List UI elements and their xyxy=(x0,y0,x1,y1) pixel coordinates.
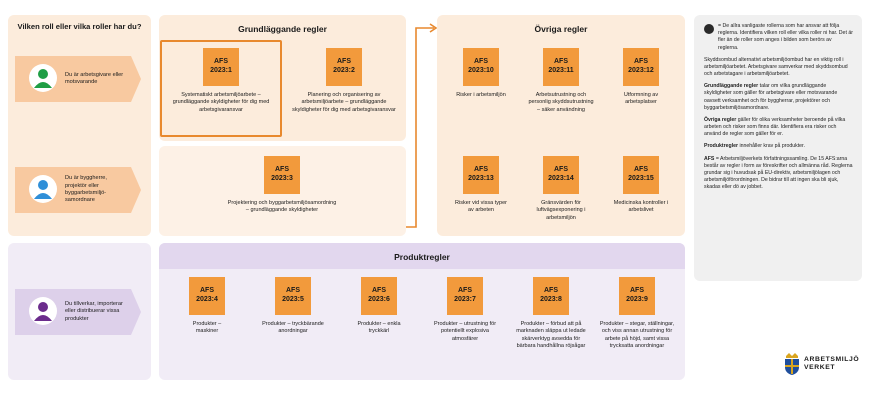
person-green-icon xyxy=(29,64,57,92)
sidebar-paragraph-grundlaggande: Grundläggande regler talar om vilka grun… xyxy=(704,83,838,111)
produktregler-header xyxy=(159,243,685,269)
afs-description: Utformning av arbetsplatser xyxy=(623,92,659,106)
sidebar-paragraph-ombud: Skyddsombud alternativt arbetsmiljöombud… xyxy=(704,56,848,78)
role-label: Du är byggherre, projektör eller byggarb… xyxy=(65,175,107,204)
role-manufacturer: Du tillverkar, importerar eller distribu… xyxy=(15,289,141,335)
afs-description: Planering och organisering av arbetsmilj… xyxy=(292,92,396,113)
afs-description: Medicinska kontroller i arbetslivet xyxy=(613,200,669,214)
afs-description: Produkter – stegar, ställningar, och vis… xyxy=(599,321,675,349)
produktregler-title: Produktregler xyxy=(394,252,450,262)
afs-description: Gränsvärden för luftvägsexponering i arb… xyxy=(536,200,586,221)
flow-arrow-icon xyxy=(406,23,438,228)
afs-description: Produkter – utrustning för potentiellt e… xyxy=(433,321,497,342)
ovriga-title: Övriga regler xyxy=(534,24,588,34)
coat-of-arms-icon xyxy=(785,353,799,375)
afs-description: Projektering och byggarbetsmiljösamordni… xyxy=(227,200,337,214)
person-legend-icon xyxy=(704,24,714,34)
sidebar-intro: = De allra vanligaste rollerna som har a… xyxy=(718,23,853,51)
role-employer: Du är arbetsgivare eller motsvarande xyxy=(15,56,141,102)
grundlaggande-panel xyxy=(159,15,406,141)
afs-description: Risker vid vissa typer av arbeten xyxy=(455,200,507,214)
role-builder: Du är byggherre, projektör eller byggarb… xyxy=(15,167,141,213)
afs-description: Produkter – maskiner xyxy=(192,321,222,335)
person-blue-icon xyxy=(29,175,57,203)
roles-panel-title: Vilken roll eller vilka roller har du? xyxy=(17,22,142,31)
afs-description: Arbetsutrustning och personlig skyddsutr… xyxy=(528,92,594,113)
afs-description: Risker i arbetsmiljön xyxy=(456,92,506,98)
explanation-sidebar: = De allra vanligaste rollerna som har a… xyxy=(694,15,862,281)
sidebar-paragraph-ovriga: Övriga regler gäller för olika verksamhe… xyxy=(704,116,846,138)
role-label: Du är arbetsgivare eller motsvarande xyxy=(65,71,124,85)
afs-description: Systematiskt arbetsmiljöarbete – grundlä… xyxy=(172,92,270,113)
sidebar-paragraph-afs: AFS = Arbetsmiljöverkets författningssam… xyxy=(704,155,853,191)
grundlaggande-title: Grundläggande regler xyxy=(238,24,327,34)
sidebar-paragraph-produkt: Produktregler innehåller krav på produkt… xyxy=(704,143,805,150)
afs-2023-1-highlight xyxy=(160,40,282,137)
afs-description: Produkter – tryckbärande anordningar xyxy=(262,321,324,335)
afs-description: Produkter – förbud att på marknaden släp… xyxy=(516,321,586,349)
person-purple-icon xyxy=(29,297,57,325)
afs-description: Produkter – enkla tryckkärl xyxy=(357,321,401,335)
role-label: Du tillverkar, importerar eller distribu… xyxy=(65,301,123,322)
